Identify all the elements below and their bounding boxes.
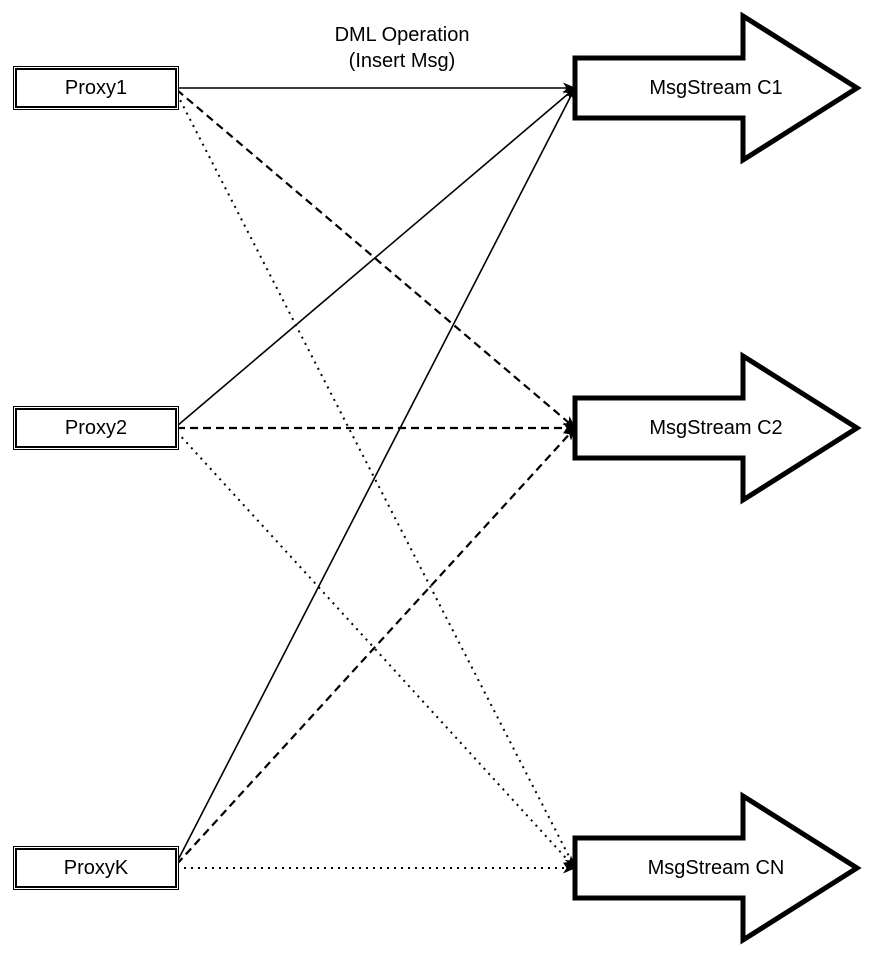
- edge-proxy1-to-cn: [176, 93, 576, 869]
- msgstream-cn-label: MsgStream CN: [647, 857, 785, 879]
- msgstream-c1-label: MsgStream C1: [649, 77, 783, 99]
- proxy1-node: Proxy1: [15, 68, 177, 108]
- diagram-title: DML Operation (Insert Msg): [252, 22, 552, 74]
- msgstream-c2-arrow-shape: [572, 351, 862, 505]
- msgstream-cn-arrow-shape: [572, 791, 862, 945]
- diagram-title-line2: (Insert Msg): [348, 50, 456, 72]
- proxy1-label: Proxy1: [64, 76, 128, 99]
- diagram-title-line1: DML Operation: [334, 24, 470, 46]
- edge-proxy2-to-c1: [176, 87, 576, 427]
- edge-proxy2-to-cn: [176, 431, 576, 869]
- proxyk-node: ProxyK: [15, 848, 177, 888]
- msgstream-c2-label: MsgStream C2: [649, 417, 783, 439]
- msgstream-c1-arrow-shape: [572, 11, 862, 165]
- proxy2-label: Proxy2: [64, 416, 128, 439]
- edge-proxy1-to-c2: [176, 89, 576, 429]
- proxy2-node: Proxy2: [15, 408, 177, 448]
- edge-proxyk-to-c1: [176, 87, 576, 863]
- proxyk-label: ProxyK: [63, 856, 129, 879]
- edge-proxyk-to-c2: [176, 427, 576, 865]
